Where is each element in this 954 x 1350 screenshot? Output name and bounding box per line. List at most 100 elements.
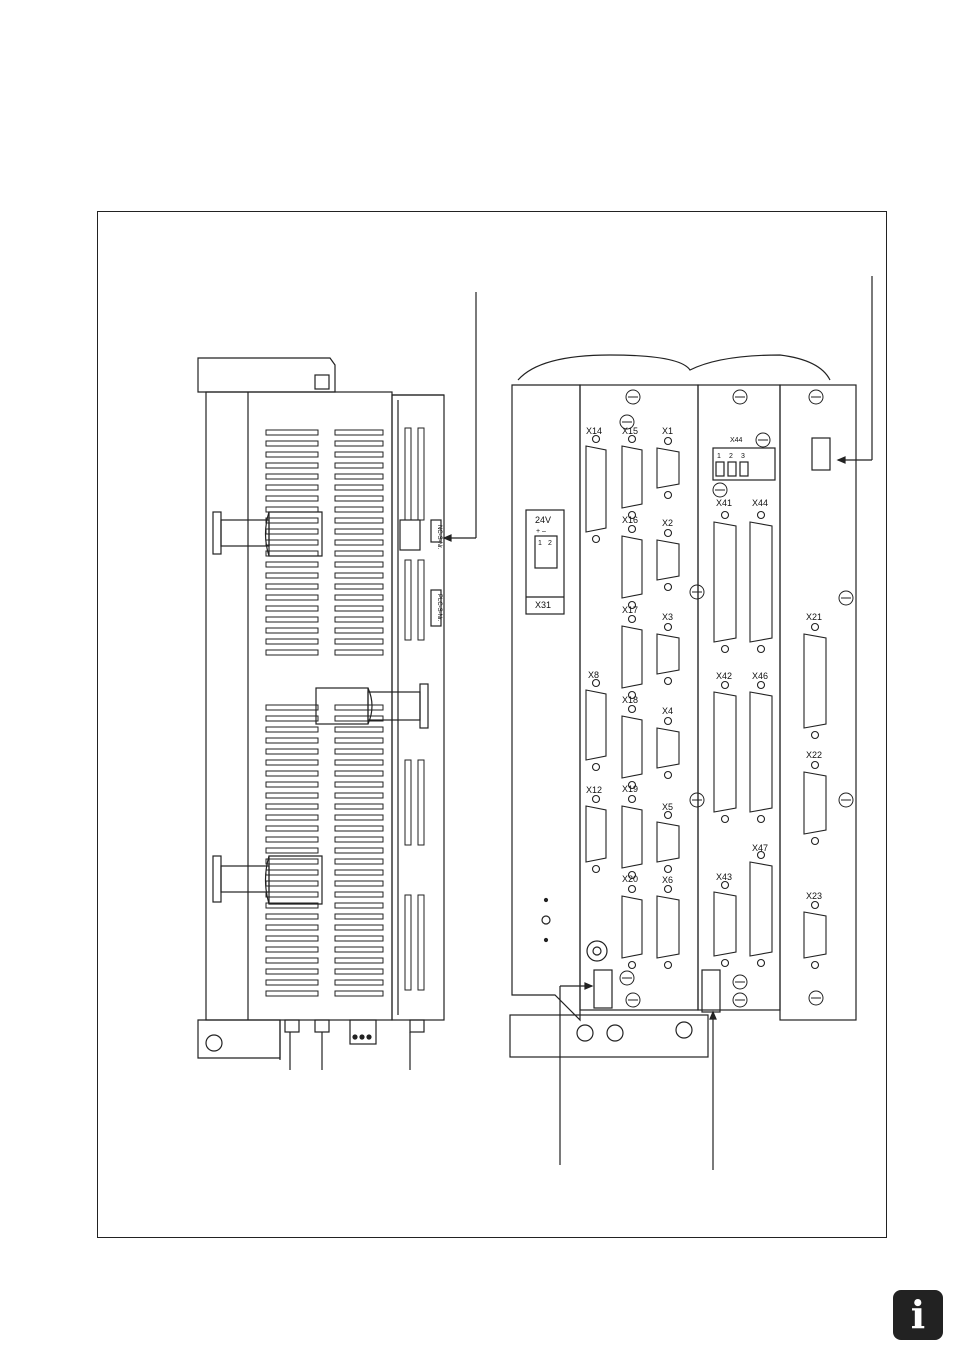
screw-icon [625, 389, 641, 405]
vent-slot [265, 704, 319, 711]
connector-screw [810, 960, 820, 970]
vent-slot [265, 440, 319, 447]
vent-slot [265, 451, 319, 458]
vent-slot [265, 517, 319, 524]
vent-slot [334, 649, 384, 656]
connector-screw [810, 730, 820, 740]
connector-screw [627, 960, 637, 970]
vent-slot [404, 427, 412, 521]
connector-label-x12: X12 [586, 785, 602, 795]
connector-screw [663, 864, 673, 874]
connector-screw [591, 434, 601, 444]
power-polarity-label: + – [536, 528, 546, 535]
connector-screw [663, 490, 673, 500]
connector-screw [627, 780, 637, 790]
vent-slot [334, 880, 384, 887]
vent-slot [265, 737, 319, 744]
plc-serial-label: PLC-S-Nr. [436, 594, 442, 622]
vent-slot [265, 528, 319, 535]
connector-screw [627, 794, 637, 804]
screw-icon [689, 792, 705, 808]
connector-screw [756, 850, 766, 860]
connector-label-x20: X20 [622, 874, 638, 884]
connector-screw [591, 762, 601, 772]
dsub-connector [749, 691, 773, 813]
vent-slot [265, 462, 319, 469]
connector-screw [720, 880, 730, 890]
vent-slot [265, 792, 319, 799]
vent-slot [265, 594, 319, 601]
connector-screw [627, 600, 637, 610]
vent-slot [334, 561, 384, 568]
connector-label-x8: X8 [588, 670, 599, 680]
vent-slot [265, 803, 319, 810]
vent-slot [265, 957, 319, 964]
connector-label-x6: X6 [662, 875, 673, 885]
vent-slot [404, 759, 412, 846]
screw-icon [732, 389, 748, 405]
connector-screw [663, 810, 673, 820]
vent-slot [265, 572, 319, 579]
vent-slot [334, 902, 384, 909]
connector-screw [810, 622, 820, 632]
vent-slot [334, 803, 384, 810]
connector-label-x46: X46 [752, 671, 768, 681]
dsub-connector [585, 689, 607, 761]
connector-label-x15: X15 [622, 426, 638, 436]
vent-slot [265, 891, 319, 898]
vent-slot [265, 627, 319, 634]
vent-slot [404, 559, 412, 641]
dsub-connector [713, 891, 737, 957]
power-pin-1: 1 [538, 540, 542, 547]
dsub-connector [803, 771, 827, 835]
figure-frame [97, 211, 887, 1238]
vent-slot [334, 429, 384, 436]
vent-slot [334, 748, 384, 755]
dsub-connector [621, 445, 643, 509]
connector-screw [756, 958, 766, 968]
connector-label-x5: X5 [662, 802, 673, 812]
vent-slot [334, 605, 384, 612]
screw-icon [712, 482, 728, 498]
vent-slot [334, 913, 384, 920]
vent-slot [265, 539, 319, 546]
vent-slot [334, 990, 384, 997]
vent-slot [334, 814, 384, 821]
dsub-connector [656, 633, 680, 675]
screw-icon [619, 970, 635, 986]
vent-slot [265, 473, 319, 480]
connector-screw [591, 534, 601, 544]
x44-pin-1: 1 [717, 453, 721, 460]
screw-icon [808, 389, 824, 405]
connector-label-x1: X1 [662, 426, 673, 436]
dsub-connector [713, 521, 737, 643]
vent-slot [265, 847, 319, 854]
vent-slot [265, 770, 319, 777]
connector-screw [627, 614, 637, 624]
vent-slot [265, 649, 319, 656]
vent-slot [417, 427, 425, 521]
dsub-connector [621, 715, 643, 779]
connector-screw [627, 870, 637, 880]
vent-slot [265, 935, 319, 942]
dsub-connector [621, 895, 643, 959]
vent-slot [265, 913, 319, 920]
screw-icon [732, 974, 748, 990]
info-icon: i [893, 1290, 943, 1340]
vent-slot [265, 550, 319, 557]
vent-slot [265, 759, 319, 766]
vent-slot [334, 836, 384, 843]
connector-label-x44: X44 [752, 498, 768, 508]
vent-slot [404, 894, 412, 991]
dsub-connector [585, 805, 607, 863]
vent-slot [265, 495, 319, 502]
vent-slot [334, 517, 384, 524]
vent-slot [265, 858, 319, 865]
connector-screw [810, 760, 820, 770]
connector-screw [756, 680, 766, 690]
vent-slot [417, 559, 425, 641]
screw-icon [619, 414, 635, 430]
dsub-connector [656, 821, 680, 863]
side-view-unit: NC-S-Nr. PLC-S-Nr. [197, 292, 477, 1070]
